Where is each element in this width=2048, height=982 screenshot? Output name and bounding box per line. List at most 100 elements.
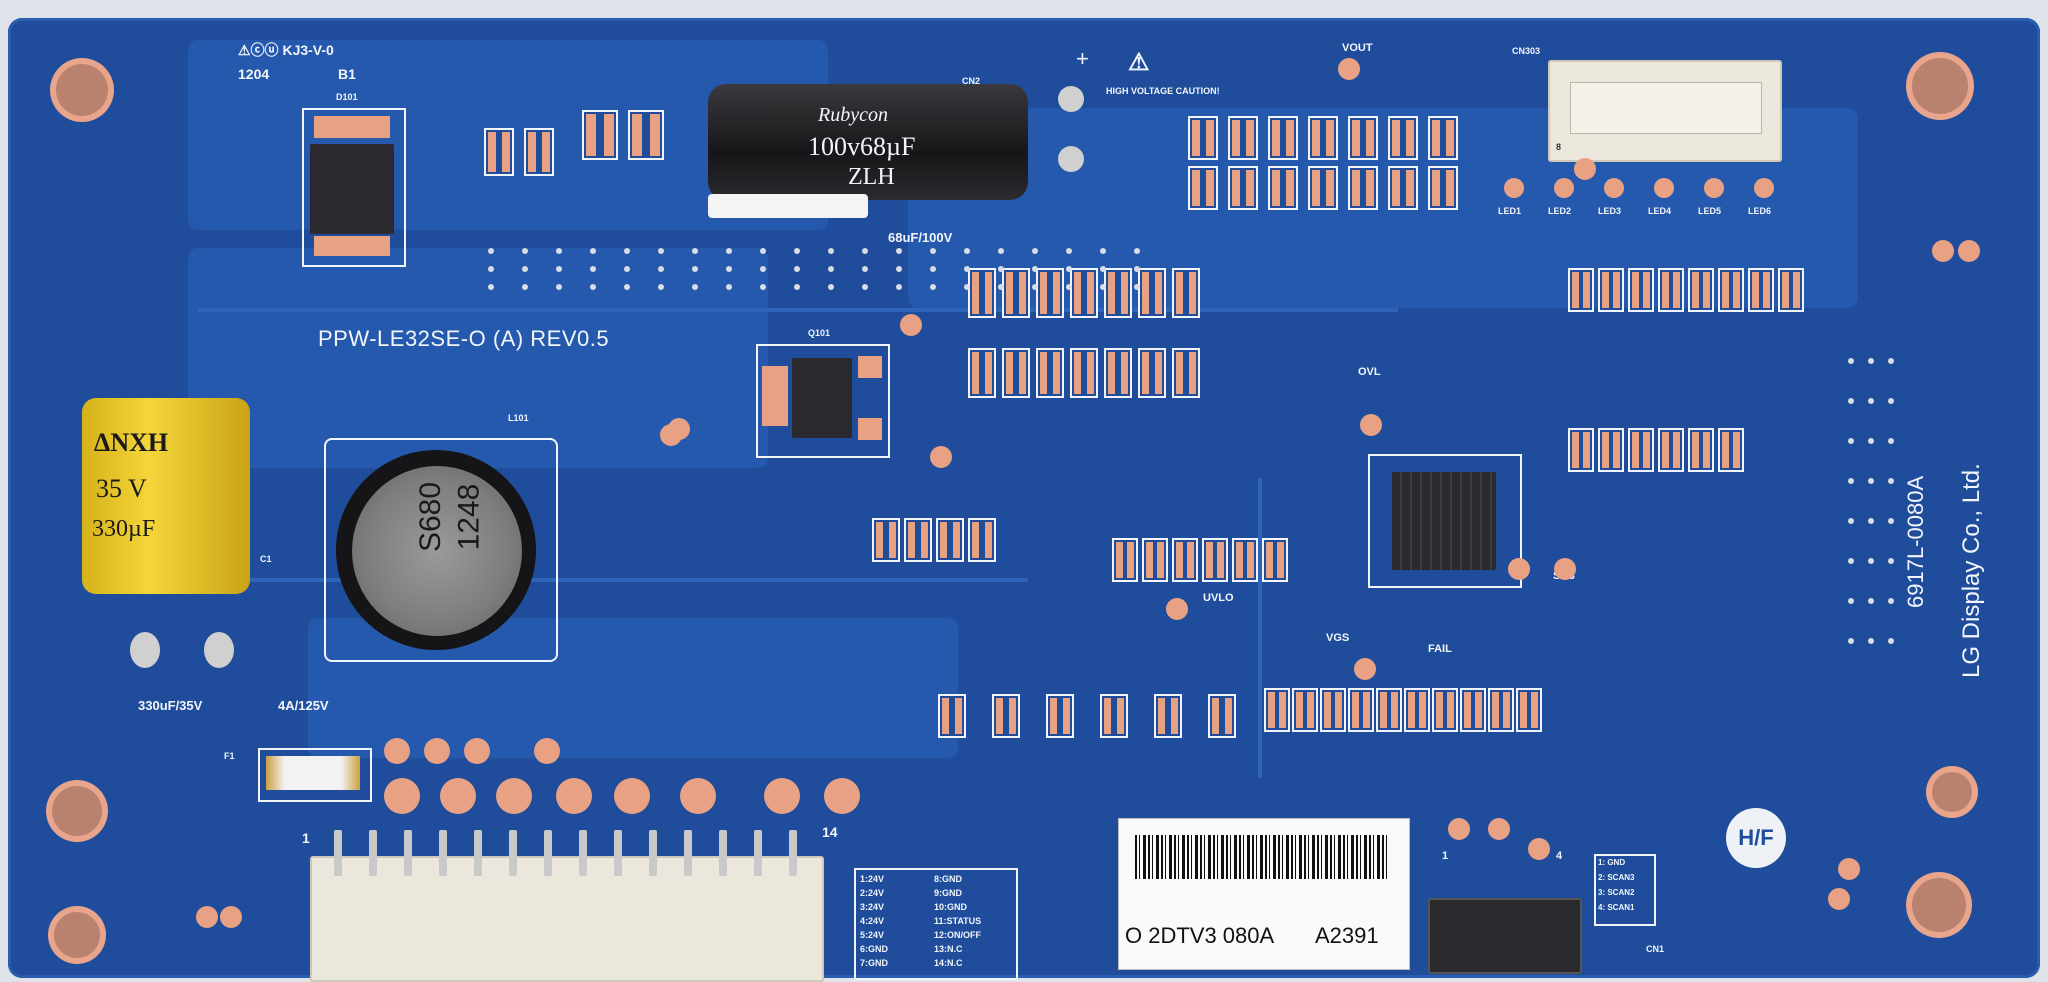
pin-legend-line: 7:GND xyxy=(860,958,889,968)
diode-d101 xyxy=(302,108,406,267)
via xyxy=(1066,248,1072,254)
cap-main-silk: 68uF/100V xyxy=(888,230,953,245)
smd-resistor xyxy=(1598,428,1624,472)
test-pad xyxy=(1554,558,1576,580)
mounting-hole xyxy=(56,64,108,116)
via xyxy=(1868,438,1874,444)
via xyxy=(590,266,596,272)
test-pad xyxy=(1354,658,1376,680)
fuse-f1 xyxy=(258,748,372,802)
via xyxy=(1848,398,1854,404)
via xyxy=(488,248,494,254)
mounting-hole xyxy=(54,912,100,958)
through-hole-pad xyxy=(680,778,716,814)
pin-legend-line: 9:GND xyxy=(934,888,963,898)
via xyxy=(1848,438,1854,444)
trace xyxy=(198,308,1398,312)
test-pad xyxy=(660,424,682,446)
smd-resistor xyxy=(1138,348,1166,398)
mounting-hole xyxy=(1912,58,1968,114)
manufacturer-label: LG Display Co., Ltd. xyxy=(1958,463,1985,678)
smd-resistor xyxy=(968,518,996,562)
via xyxy=(1032,284,1038,290)
led3-label: LED3 xyxy=(1598,206,1622,216)
smd-resistor xyxy=(1658,268,1684,312)
ref-c1: C1 xyxy=(260,554,272,564)
via xyxy=(760,248,766,254)
ref-cn2: CN1 xyxy=(1646,944,1665,954)
scan-legend-line: 3: SCAN2 xyxy=(1598,888,1635,897)
smd-resistor xyxy=(1348,116,1378,160)
diode-body xyxy=(310,144,394,234)
test-pad xyxy=(1828,888,1850,910)
via xyxy=(794,284,800,290)
transistor-body xyxy=(792,358,852,438)
mounting-hole xyxy=(52,786,102,836)
via xyxy=(998,284,1004,290)
cert-mark: ⚠ⓒⓤ KJ3-V-0 xyxy=(238,42,334,58)
sticker-text: O 2DTV3 080A xyxy=(1125,923,1275,948)
mounting-hole xyxy=(1932,772,1972,812)
via xyxy=(1100,266,1106,272)
via xyxy=(1868,478,1874,484)
via xyxy=(896,284,902,290)
cap-yellow-voltage: 35 V xyxy=(96,474,147,503)
smd-resistor xyxy=(1488,688,1514,732)
via xyxy=(1134,248,1140,254)
via xyxy=(556,248,562,254)
connector-pin xyxy=(439,830,447,876)
pin8-label: 8 xyxy=(1556,142,1562,152)
via xyxy=(1134,284,1140,290)
cap-brand: Rubycon xyxy=(818,104,888,126)
smd-resistor xyxy=(1188,116,1218,160)
pin-legend-line: 6:GND xyxy=(860,944,889,954)
smd-capacitor xyxy=(582,110,618,160)
inductor-marking-top: S680 xyxy=(414,481,448,553)
test-pad xyxy=(1508,558,1530,580)
via xyxy=(828,248,834,254)
smd-resistor xyxy=(1688,268,1714,312)
smd-resistor xyxy=(1268,166,1298,210)
smd-resistor xyxy=(1292,688,1318,732)
smd-resistor xyxy=(1262,538,1288,582)
via xyxy=(896,248,902,254)
pin-legend-line: 3:24V xyxy=(860,902,885,912)
connector-cn2 xyxy=(1428,898,1582,974)
controller-ic xyxy=(1368,454,1522,588)
smd-resistor xyxy=(1002,268,1030,318)
smd-resistor xyxy=(1172,538,1198,582)
via xyxy=(794,248,800,254)
test-pad xyxy=(1574,158,1596,180)
via xyxy=(1848,358,1854,364)
smd-resistor xyxy=(1718,428,1744,472)
smd-resistor xyxy=(1348,166,1378,210)
inductor-marking-bottom: 1248 xyxy=(452,483,486,551)
test-pad xyxy=(1528,838,1550,860)
via xyxy=(1868,558,1874,564)
date-code: 1204 xyxy=(238,66,270,82)
cap-yellow-silk: 330uF/35V xyxy=(138,698,203,713)
pin4-label: 4 xyxy=(1556,850,1563,862)
via xyxy=(862,248,868,254)
via xyxy=(1888,398,1894,404)
via xyxy=(522,248,528,254)
pin-legend-line: 5:24V xyxy=(860,930,885,940)
ic-body xyxy=(1392,472,1496,570)
cap-lead xyxy=(130,632,160,668)
test-pad xyxy=(196,906,218,928)
diode-pad xyxy=(314,236,390,256)
fail-label: FAIL xyxy=(1428,643,1452,655)
connector-cn303: 8 xyxy=(1548,60,1782,162)
ref-f1: F1 xyxy=(224,751,235,761)
connector-pin xyxy=(754,830,762,876)
scan-legend-line: 2: SCAN3 xyxy=(1598,873,1635,882)
via xyxy=(1888,518,1894,524)
through-hole-pad xyxy=(764,778,800,814)
smd-resistor xyxy=(1208,694,1236,738)
connector-cn1 xyxy=(310,856,824,982)
connector-pin xyxy=(614,830,622,876)
through-hole-pad xyxy=(440,778,476,814)
smd-resistor xyxy=(1516,688,1542,732)
hf-mark: H/F xyxy=(1726,808,1786,868)
